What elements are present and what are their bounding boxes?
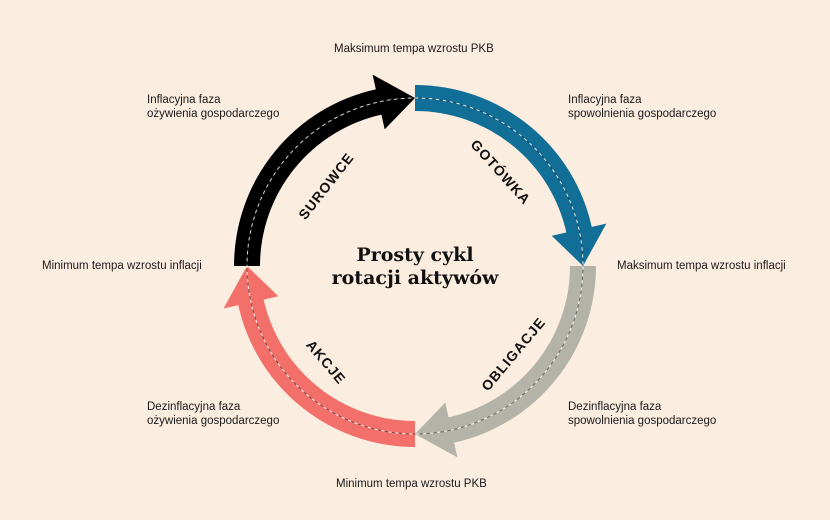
title-line-1: Prosty cykl <box>356 244 474 266</box>
dashed-guide-circle-dark <box>246 97 584 435</box>
label-left: Minimum tempa wzrostu inflacji <box>42 260 202 272</box>
arrowhead-surowce <box>372 74 415 130</box>
arc-band-obligacje <box>447 266 596 444</box>
label-bottom: Minimum tempa wzrostu PKB <box>336 478 487 490</box>
arrowhead-akcje <box>223 266 279 309</box>
label-line: ożywienia gospodarczego <box>147 108 280 120</box>
label-line: Inflacyjna faza <box>568 94 642 106</box>
label-right: Maksimum tempa wzrostu inflacji <box>617 260 786 272</box>
arc-band-surowce <box>234 88 383 266</box>
label-bottom-right: Dezinflacyjna faza spowolnienia gospodar… <box>568 400 716 428</box>
label-line: spowolnienia gospodarczego <box>568 415 717 427</box>
diagram-title: Prosty cykl rotacji aktywów <box>315 244 515 290</box>
label-line: Inflacyjna faza <box>147 94 221 106</box>
label-top: Maksimum tempa wzrostu PKB <box>334 43 494 55</box>
label-line: Dezinflacyjna faza <box>147 401 241 413</box>
arc-band-gotowka <box>415 85 593 234</box>
label-bottom-left: Dezinflacyjna faza ożywienia gospodarcze… <box>147 400 279 428</box>
label-line: spowolnienia gospodarczego <box>568 108 717 120</box>
label-top-left: Inflacyjna faza ożywienia gospodarczego <box>147 93 279 121</box>
title-line-2: rotacji aktywów <box>331 267 499 289</box>
label-top-right: Inflacyjna faza spowolnienia gospodarcze… <box>568 93 716 121</box>
label-line: Dezinflacyjna faza <box>568 401 662 413</box>
arrowhead-gotowka <box>551 223 607 266</box>
arc-band-akcje <box>237 298 415 447</box>
label-line: ożywienia gospodarczego <box>147 415 280 427</box>
arrowhead-obligacje <box>415 402 458 458</box>
